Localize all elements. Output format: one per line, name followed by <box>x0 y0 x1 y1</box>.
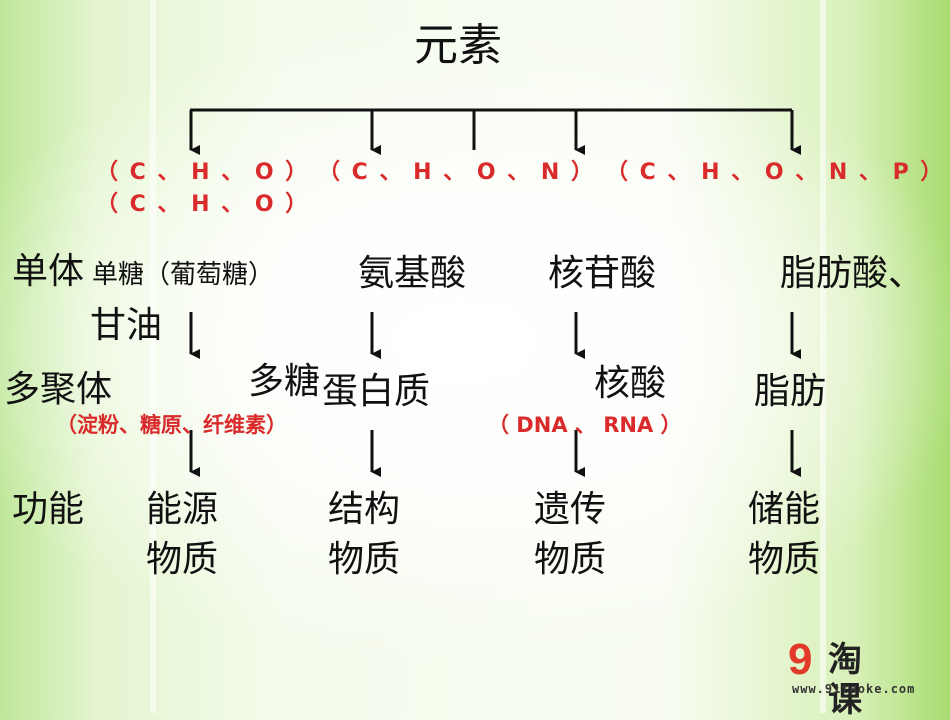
logo-mark-icon: 9 <box>788 635 813 684</box>
polysaccharide-examples: （淀粉、糖原、纤维素） <box>56 413 287 437</box>
title: 元素 <box>414 20 502 71</box>
function-genetic-line2: 物质 <box>534 539 607 580</box>
logo-name: 淘课 <box>828 640 862 720</box>
function-energy-line1: 能源 <box>146 489 219 530</box>
background-streak <box>820 0 826 713</box>
element-composition-protein: （ C 、 H 、 O 、 N ） <box>318 160 595 185</box>
monomer-nucleotide: 核苷酸 <box>548 253 657 294</box>
polymer-protein: 蛋白质 <box>322 371 431 412</box>
element-composition-nucleic: （ C 、 H 、 O 、 N 、 P ） <box>606 160 945 185</box>
nucleic-acid-examples: （ DNA 、 RNA ） <box>488 413 682 437</box>
polymer-fat: 脂肪 <box>754 371 827 412</box>
function-storage-line1: 储能 <box>748 489 821 530</box>
background-streak <box>150 0 156 713</box>
function-genetic-line1: 遗传 <box>534 489 607 530</box>
monomer-amino-acid: 氨基酸 <box>358 253 467 294</box>
logo-url: www.91taoke.com <box>792 682 916 696</box>
function-structure-line2: 物质 <box>328 539 401 580</box>
polymer-polysaccharide: 多糖 <box>248 361 321 402</box>
function-structure-line1: 结构 <box>328 489 401 530</box>
function-energy-line2: 物质 <box>146 539 219 580</box>
monomer-sugar: 单糖（葡萄糖） <box>92 260 275 290</box>
site-logo: 9 淘课 www.91taoke.com <box>788 635 914 720</box>
function-storage-line2: 物质 <box>748 539 821 580</box>
monomer-fatty-acid: 脂肪酸、 <box>780 253 925 294</box>
element-composition-fat: （ C 、 H 、 O ） <box>96 192 310 217</box>
monomer-glycerol: 甘油 <box>90 305 163 346</box>
row-label-function: 功能 <box>12 489 85 530</box>
polymer-nucleic-acid: 核酸 <box>594 363 667 404</box>
row-label-polymer: 多聚体 <box>4 369 113 410</box>
element-composition-sugar: （ C 、 H 、 O ） <box>96 160 310 185</box>
row-label-monomer: 单体 <box>12 251 85 292</box>
